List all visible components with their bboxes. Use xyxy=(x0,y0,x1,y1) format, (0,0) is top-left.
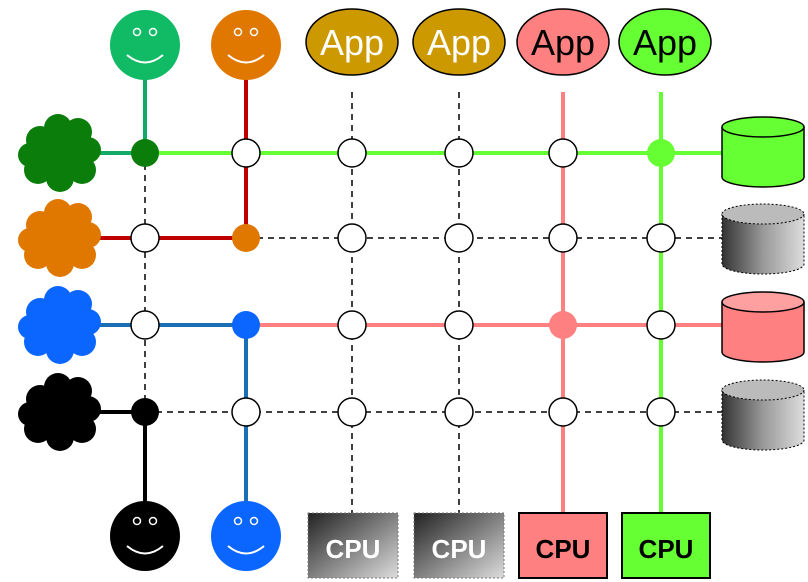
junction-node xyxy=(647,139,675,167)
junction-nodes xyxy=(130,138,676,427)
cpu-node-1: CPU xyxy=(307,512,399,579)
junction-node xyxy=(549,311,577,339)
connection-paths xyxy=(96,70,722,515)
junction-node xyxy=(444,397,474,427)
app-node-1: App xyxy=(305,8,399,76)
junction-node xyxy=(130,223,160,253)
junction-node xyxy=(444,223,474,253)
cpu-label: CPU xyxy=(536,534,591,564)
junction-node xyxy=(444,138,474,168)
junction-node xyxy=(646,397,676,427)
junction-node xyxy=(337,397,367,427)
junction-node xyxy=(232,311,260,339)
cpu-node-4: CPU xyxy=(621,512,711,579)
junction-node xyxy=(444,310,474,340)
cpu-node-3: CPU xyxy=(518,512,608,579)
junction-node xyxy=(131,139,159,167)
cloud-icon-blue xyxy=(18,286,101,364)
cpu-label: CPU xyxy=(326,534,381,564)
cpu-node-2: CPU xyxy=(413,512,505,579)
cloud-icon-green xyxy=(18,114,101,192)
app-node-2: App xyxy=(412,8,506,76)
database-icon-grey-2 xyxy=(721,379,805,451)
junction-node xyxy=(337,138,367,168)
junction-node xyxy=(548,223,578,253)
cpu-label: CPU xyxy=(432,534,487,564)
user-icon-orange xyxy=(211,10,281,80)
cpu-label: CPU xyxy=(639,534,694,564)
junction-node xyxy=(548,138,578,168)
junction-node xyxy=(646,223,676,253)
junction-node xyxy=(646,310,676,340)
user-icon-green xyxy=(110,10,180,80)
junction-node xyxy=(337,310,367,340)
junction-node xyxy=(548,397,578,427)
junction-node xyxy=(131,398,159,426)
app-label: App xyxy=(427,22,491,63)
app-label: App xyxy=(320,22,384,63)
app-node-3: App xyxy=(516,8,610,76)
junction-node xyxy=(130,310,160,340)
app-node-4: App xyxy=(618,8,712,76)
junction-node xyxy=(337,223,367,253)
database-icon-green xyxy=(721,116,805,188)
cloud-icon-orange xyxy=(18,199,101,277)
app-label: App xyxy=(633,22,697,63)
app-label: App xyxy=(531,22,595,63)
junction-node xyxy=(231,138,261,168)
junction-node xyxy=(231,397,261,427)
user-icon-blue xyxy=(211,501,281,571)
cloud-icon-black xyxy=(18,373,101,451)
junction-node xyxy=(232,224,260,252)
database-icon-pink xyxy=(721,291,805,363)
user-icon-black xyxy=(110,501,180,571)
database-icon-grey xyxy=(721,203,805,275)
